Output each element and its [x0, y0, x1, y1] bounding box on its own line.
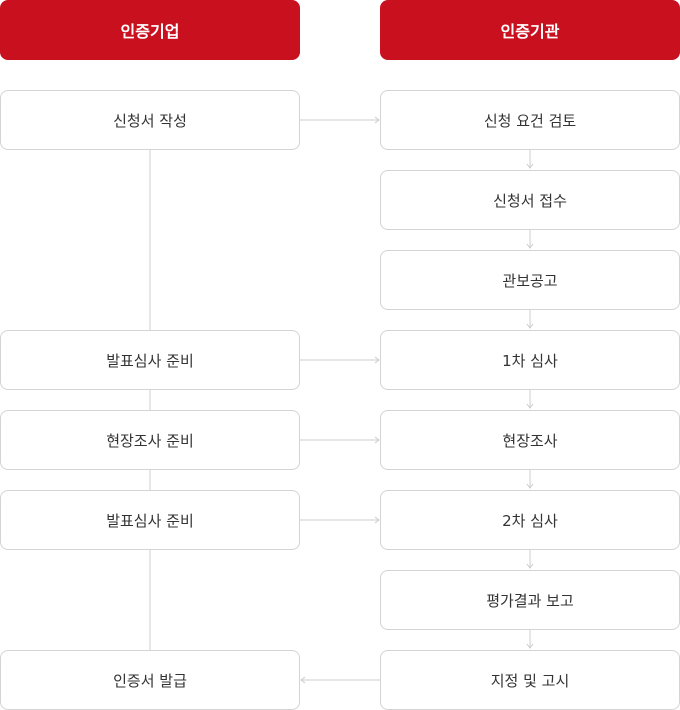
company-step-presentation-prep-1: 발표심사 준비	[0, 330, 300, 390]
agency-step-gazette-notice: 관보공고	[380, 250, 680, 310]
agency-step-application-receipt: 신청서 접수	[380, 170, 680, 230]
agency-header: 인증기관	[380, 0, 680, 60]
cross-arrow-2	[300, 356, 380, 364]
agency-arrow-4	[526, 390, 534, 409]
cross-arrow-1	[300, 116, 380, 124]
agency-step-evaluation-report: 평가결과 보고	[380, 570, 680, 630]
agency-arrow-2	[526, 230, 534, 249]
agency-step-designation-notice: 지정 및 고시	[380, 650, 680, 710]
cross-arrow-4	[300, 516, 380, 524]
agency-step-requirement-review: 신청 요건 검토	[380, 90, 680, 150]
company-step-application: 신청서 작성	[0, 90, 300, 150]
agency-step-first-review: 1차 심사	[380, 330, 680, 390]
agency-step-second-review: 2차 심사	[380, 490, 680, 550]
agency-arrow-5	[526, 470, 534, 489]
agency-arrow-1	[526, 150, 534, 169]
agency-arrow-3	[526, 310, 534, 329]
agency-step-site-inspection: 현장조사	[380, 410, 680, 470]
cross-arrow-3	[300, 436, 380, 444]
agency-arrow-7	[526, 630, 534, 649]
company-step-presentation-prep-2: 발표심사 준비	[0, 490, 300, 550]
company-step-certificate-issue: 인증서 발급	[0, 650, 300, 710]
cross-arrow-return	[300, 676, 380, 684]
agency-arrow-6	[526, 550, 534, 569]
company-step-site-inspection-prep: 현장조사 준비	[0, 410, 300, 470]
company-header: 인증기업	[0, 0, 300, 60]
